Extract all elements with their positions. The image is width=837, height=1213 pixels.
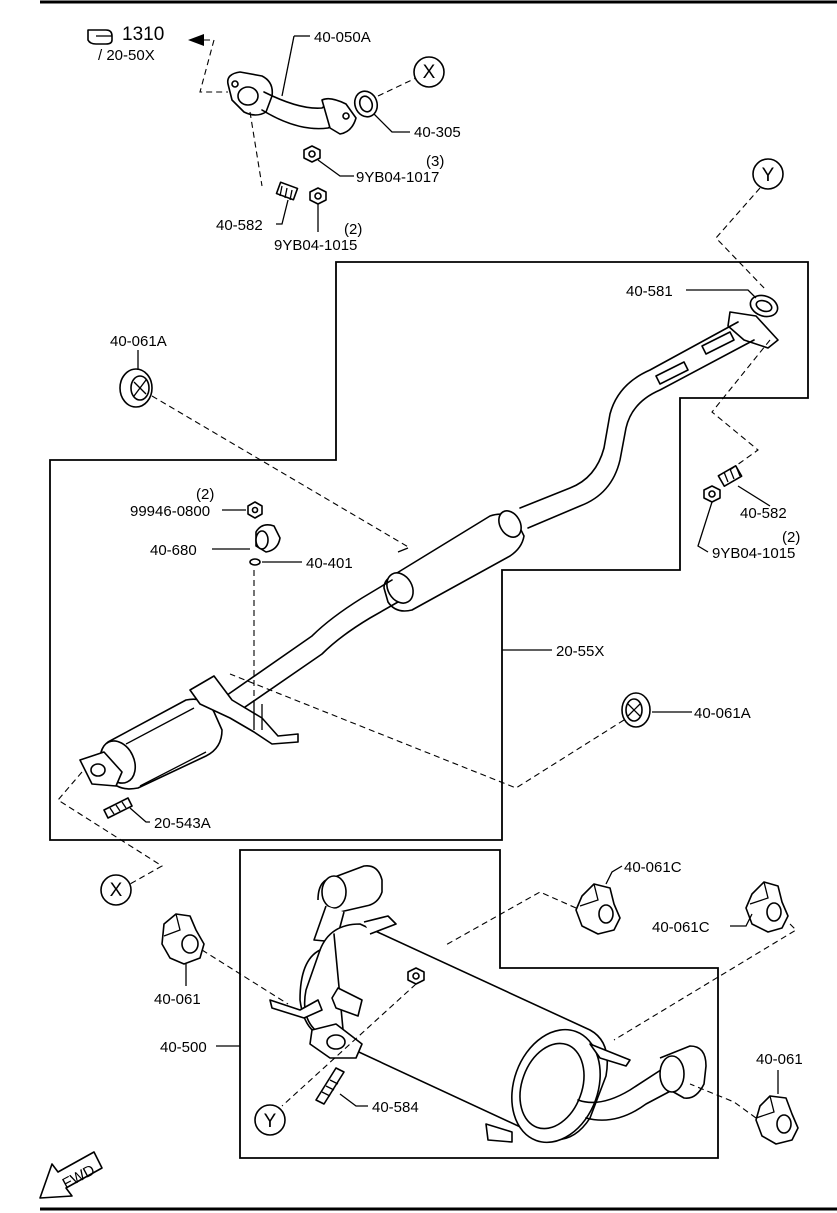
muffler-group-box — [239, 849, 719, 1159]
leader-9YB04-1015-right — [697, 501, 713, 553]
part-40-061C-hanger-a — [575, 883, 621, 935]
part-40-584-stud — [315, 1067, 345, 1105]
label-20-55X: 20-55X — [556, 643, 604, 660]
label-40-680: 40-680 — [150, 542, 197, 559]
part-40-500-muffler — [269, 864, 707, 1144]
part-40-061-hanger-left — [161, 913, 205, 965]
reference-leader — [199, 39, 228, 93]
front-pipe-group-box — [49, 261, 809, 841]
callout-y-top — [752, 158, 784, 190]
label-9YB04-1015-top: 9YB04-1015 — [274, 237, 357, 254]
dash-bolt-top — [249, 111, 263, 187]
part-99946-0800-nut — [247, 501, 263, 519]
dash-40-061-left — [201, 949, 289, 1005]
label-40-584: 40-584 — [372, 1099, 419, 1116]
leader-40-061C-a — [605, 865, 623, 885]
part-40-401-washer — [249, 558, 261, 566]
label-40-305: 40-305 — [414, 124, 461, 141]
dash-40-061C-b — [613, 923, 797, 1041]
reference-sub: / 20-50X — [98, 47, 155, 64]
fwd-arrow-icon: FWD — [39, 1151, 103, 1199]
part-40-305-gasket — [353, 90, 379, 118]
label-40-582-right: 40-582 — [740, 505, 787, 522]
dash-from-y-top — [715, 187, 767, 291]
part-9YB04-1015-nut-top — [309, 187, 327, 205]
label-40-061-right: 40-061 — [756, 1051, 803, 1068]
callout-y-bottom-text: Y — [264, 1111, 277, 1132]
part-40-061A-hanger-top — [119, 368, 153, 408]
label-40-061A-top: 40-061A — [110, 333, 167, 350]
leader-9YB04-1017 — [317, 159, 354, 177]
dash-40-061A-top — [151, 395, 411, 549]
label-40-500: 40-500 — [160, 1039, 207, 1056]
dash-40-061C-a — [443, 891, 577, 947]
leader-40-582-right — [737, 485, 771, 507]
label-40-061C-b: 40-061C — [652, 919, 710, 936]
leader-40-581 — [686, 289, 757, 299]
label-40-061A-right: 40-061A — [694, 705, 751, 722]
dash-muffler-nut — [281, 983, 417, 1107]
dash-to-x-bottom — [57, 771, 164, 885]
label-9YB04-1017: 9YB04-1017 — [356, 169, 439, 186]
label-9YB04-1015-right: 9YB04-1015 — [712, 545, 795, 562]
callout-x-bottom-text: X — [110, 880, 123, 901]
part-9YB04-1015-nut-right — [703, 485, 721, 503]
part-40-582-spring-right — [717, 465, 743, 487]
leader-40-050A — [281, 35, 295, 97]
dash-to-x-top — [377, 77, 417, 97]
dash-40-061A-right — [229, 673, 625, 789]
leader-40-061C-b — [730, 913, 753, 927]
callout-y-top-text: Y — [762, 165, 775, 186]
reference-hand-icon — [87, 29, 113, 45]
part-40-061A-hanger-right — [621, 692, 651, 728]
callout-x-top-text: X — [423, 62, 436, 83]
part-40-581-gasket — [749, 294, 779, 318]
label-99946-0800-qty: (2) — [196, 486, 214, 503]
label-40-401: 40-401 — [306, 555, 353, 572]
label-9YB04-1015-right-qty: (2) — [782, 529, 800, 546]
label-20-543A: 20-543A — [154, 815, 211, 832]
label-40-061-left: 40-061 — [154, 991, 201, 1008]
reference-main: 1310 — [122, 24, 164, 45]
label-40-581: 40-581 — [626, 283, 673, 300]
part-40-680-insulator — [255, 524, 281, 553]
label-9YB04-1017-qty: (3) — [426, 153, 444, 170]
part-40-050A-flange — [226, 71, 357, 135]
part-20-543A-stud — [103, 797, 133, 819]
dash-right-bolt — [711, 339, 771, 471]
part-40-061-hanger-right — [755, 1095, 799, 1145]
label-40-061C-a: 40-061C — [624, 859, 682, 876]
callout-x-bottom — [100, 874, 132, 906]
part-40-582-spring-top — [275, 181, 299, 201]
label-40-050A: 40-050A — [314, 29, 371, 46]
leader-40-584 — [339, 1093, 368, 1107]
label-99946-0800: 99946-0800 — [130, 503, 210, 520]
leader-40-582-top — [276, 199, 289, 225]
part-9YB04-1017-nut — [303, 145, 321, 163]
leader-20-543A — [129, 807, 150, 823]
label-40-582-top: 40-582 — [216, 217, 263, 234]
leader-40-305 — [373, 113, 410, 133]
part-20-55X-front-pipe — [79, 311, 779, 790]
callout-y-bottom — [254, 1104, 286, 1136]
reference-arrow-icon — [188, 34, 204, 46]
callout-x-top — [413, 56, 445, 88]
part-40-061C-hanger-b — [745, 881, 789, 933]
label-9YB04-1015-top-qty: (2) — [344, 221, 362, 238]
